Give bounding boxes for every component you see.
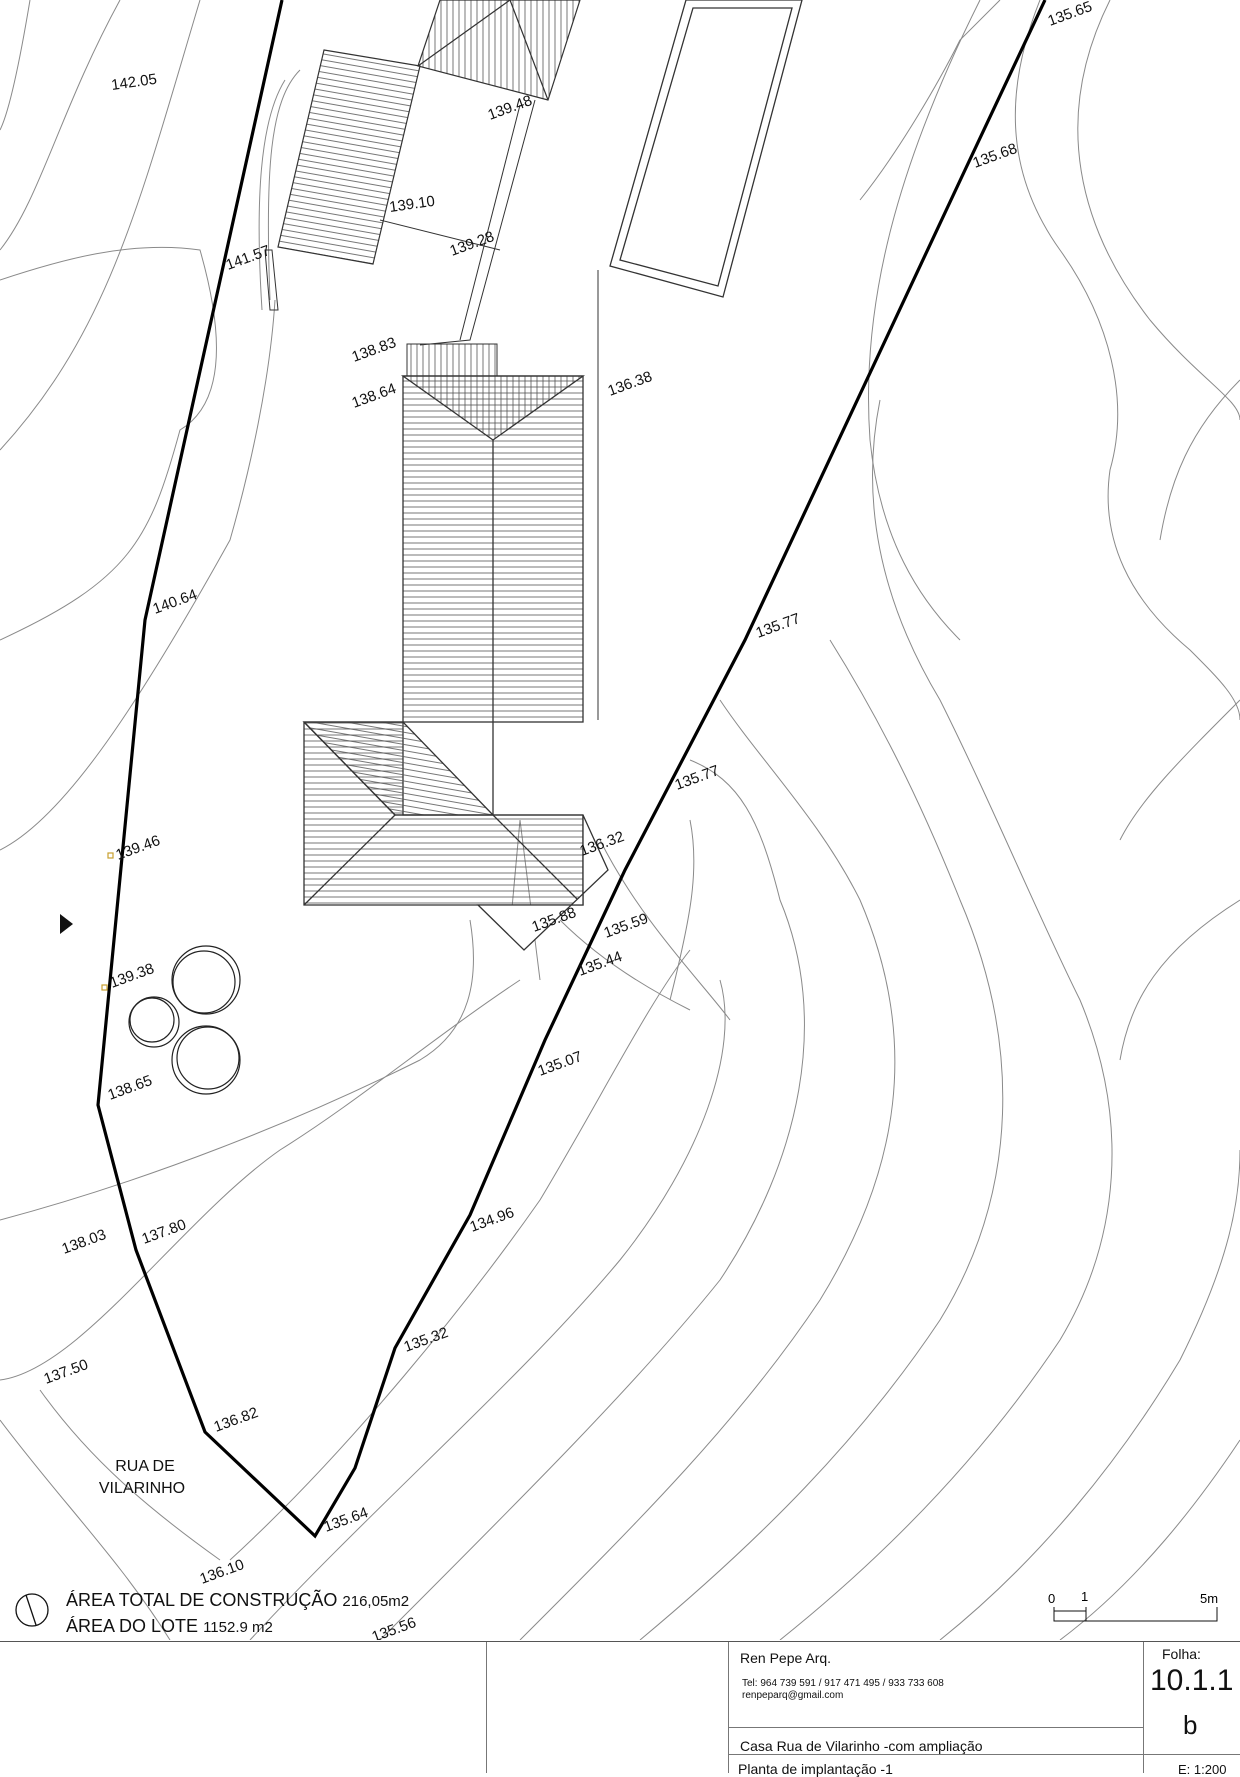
sheet-revision: b <box>1183 1710 1198 1740</box>
lot-boundary <box>96 0 1047 1539</box>
elevation-label: 137.50 <box>42 1356 91 1388</box>
lot-area: ÁREA DO LOTE 1152.9 m2 <box>66 1614 409 1640</box>
elevation-label: 139.10 <box>388 193 436 216</box>
elevation-label: 139.46 <box>114 832 163 864</box>
elevation-label: 140.64 <box>151 586 200 618</box>
contour-lines <box>0 0 1240 1640</box>
elevation-label: 135.65 <box>1046 0 1095 30</box>
scale-bar-five: 5m <box>1200 1591 1218 1606</box>
sheet-label: Folha: <box>1162 1646 1201 1662</box>
access-lines <box>264 99 599 720</box>
neighbour-roof-left <box>277 49 421 265</box>
elevation-label: 138.03 <box>60 1226 109 1258</box>
construction-area: ÁREA TOTAL DE CONSTRUÇÃO 216,05m2 <box>66 1588 409 1614</box>
survey-points <box>101 852 114 991</box>
firm-email: renpeparq@gmail.com <box>742 1690 844 1701</box>
elevation-label: 135.59 <box>602 910 651 942</box>
lot-area-value: 1152.9 m2 <box>203 1619 273 1636</box>
elevation-label: 136.82 <box>212 1404 261 1436</box>
elevation-label: 136.38 <box>606 368 655 400</box>
elevation-label: 135.32 <box>402 1324 451 1356</box>
scale-bar-one: 1 <box>1081 1589 1088 1604</box>
pool-outline <box>609 0 803 298</box>
drawing-scale: E: 1:200 <box>1178 1762 1227 1777</box>
scale-bar-zero: 0 <box>1048 1591 1055 1606</box>
elevation-label: 141.57 <box>224 242 273 274</box>
title-block-divider <box>728 1727 1143 1728</box>
title-block-divider <box>728 1754 1240 1755</box>
firm-contact: Tel: 964 739 591 / 917 471 495 / 933 733… <box>742 1678 944 1702</box>
area-summary: ÁREA TOTAL DE CONSTRUÇÃO 216,05m2 ÁREA D… <box>66 1588 409 1640</box>
firm-phone: Tel: 964 739 591 / 917 471 495 / 933 733… <box>742 1678 944 1689</box>
title-block: Ren Pepe Arq. Tel: 964 739 591 / 917 471… <box>0 1641 1240 1777</box>
construction-area-value: 216,05m2 <box>342 1593 410 1610</box>
trees <box>128 945 241 1095</box>
elevation-label: 139.38 <box>108 960 157 992</box>
elevation-label: 138.65 <box>106 1072 155 1104</box>
elevation-label: 138.83 <box>350 334 399 366</box>
neighbour-roof-top <box>417 0 581 101</box>
scale-bar: 0 1 5m <box>1048 1589 1218 1622</box>
firm-name: Ren Pepe Arq. <box>740 1650 832 1666</box>
elevation-label: 142.05 <box>110 71 158 94</box>
drawing-title: Planta de implantação -1 <box>738 1761 893 1777</box>
street-name-line2: VILARINHO <box>99 1480 185 1497</box>
elevation-label: 135.64 <box>322 1504 371 1536</box>
lot-area-label: ÁREA DO LOTE <box>66 1616 199 1636</box>
project-title: Casa Rua de Vilarinho -com ampliação <box>740 1738 983 1754</box>
elevation-label: 139.28 <box>448 228 497 260</box>
street-name-line1: RUA DE <box>115 1458 175 1475</box>
sheet-number: 10.1.1 <box>1150 1664 1234 1697</box>
elevation-label: 138.64 <box>350 380 399 412</box>
elevation-label: 134.96 <box>468 1204 517 1236</box>
construction-area-label: ÁREA TOTAL DE CONSTRUÇÃO <box>66 1590 338 1610</box>
elevation-label: 139.48 <box>486 92 535 124</box>
elevation-label: 136.10 <box>198 1556 247 1588</box>
elevation-label: 137.80 <box>140 1216 189 1248</box>
title-block-divider <box>486 1642 487 1773</box>
house-roof <box>302 375 609 951</box>
entry-stairs <box>406 343 498 377</box>
title-block-divider <box>1143 1642 1144 1773</box>
elevation-label: 135.07 <box>536 1048 585 1080</box>
north-arrow-icon <box>15 1593 49 1627</box>
site-plan-drawing: 135.65 142.05 139.48 139.10 135.68 139.2… <box>0 0 1240 1640</box>
elevation-label: 135.77 <box>754 610 803 642</box>
title-block-divider <box>728 1642 729 1773</box>
entrance-marker-icon <box>60 914 73 934</box>
elevation-label: 135.44 <box>576 948 625 980</box>
